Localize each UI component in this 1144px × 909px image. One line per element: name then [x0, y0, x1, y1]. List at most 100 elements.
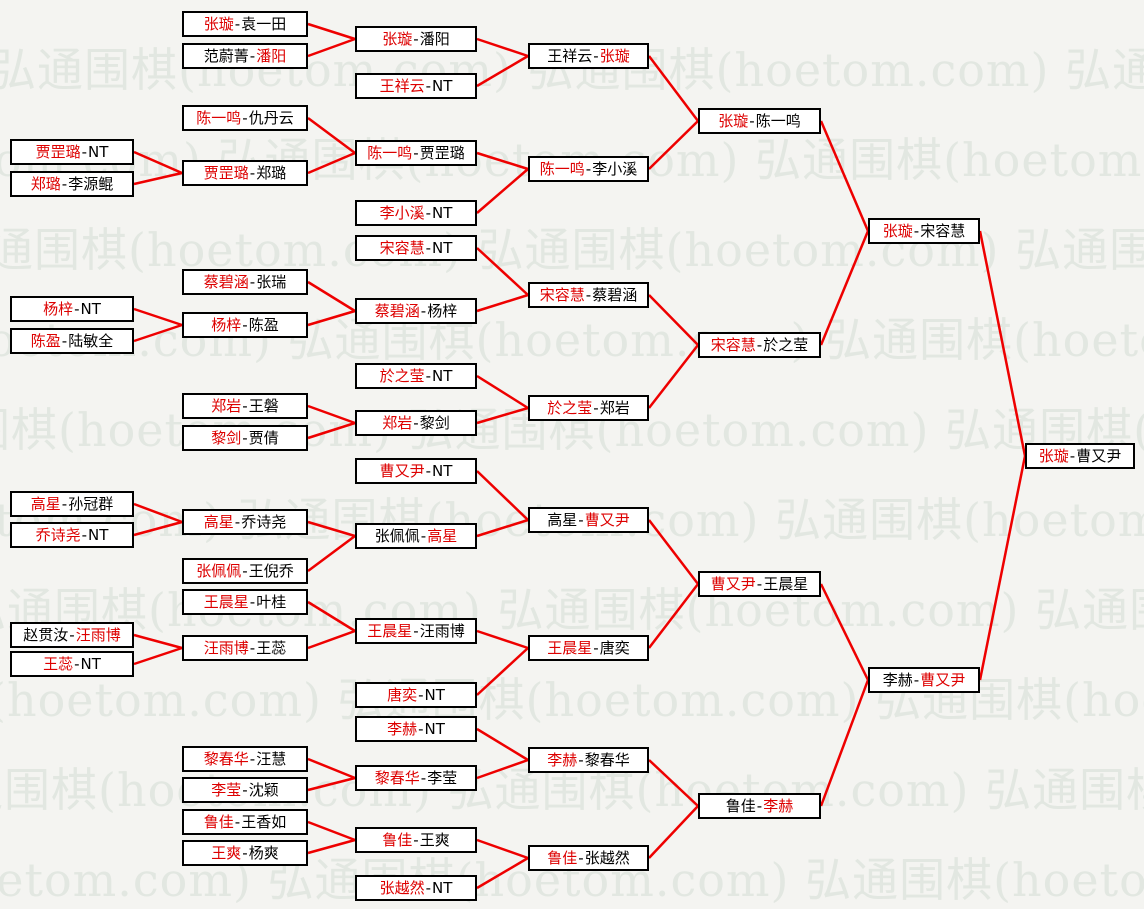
match-box-C1: 张璇-潘阳	[355, 26, 477, 52]
winner-name: 李莹	[211, 781, 242, 799]
match-box-A3: 杨梓-NT	[10, 296, 134, 322]
loser-name: 黎春华	[584, 751, 630, 769]
name-separator: -	[425, 77, 432, 95]
winner-name: 陈一鸣	[196, 109, 242, 127]
match-box-D5: 高星-曹又尹	[528, 507, 649, 533]
name-separator: -	[413, 30, 419, 48]
connector-line	[133, 502, 183, 524]
loser-name: NT	[432, 77, 453, 95]
loser-name: 王爽	[419, 831, 450, 849]
loser-name: 唐奕	[599, 639, 630, 657]
loser-name: 张佩佩	[374, 527, 420, 545]
connector-line	[476, 168, 529, 214]
name-separator: -	[242, 109, 248, 127]
match-box-B9: 高星-乔诗尧	[182, 509, 308, 535]
name-separator: -	[249, 164, 256, 182]
winner-name: 蔡碧涵	[374, 302, 420, 320]
loser-name: 张越然	[584, 849, 630, 867]
connector-line	[819, 120, 870, 232]
winner-name: 曹又尹	[710, 575, 756, 593]
match-box-B5: 蔡碧涵-张瑞	[182, 269, 308, 295]
match-box-F2: 李赫-曹又尹	[868, 667, 980, 693]
name-separator: -	[242, 844, 248, 862]
name-separator: -	[578, 751, 584, 769]
winner-name: 张璇	[718, 112, 749, 130]
name-separator: -	[585, 160, 592, 178]
match-box-C15: 鲁佳-王爽	[355, 827, 477, 853]
match-box-B10: 张佩佩-王倪乔	[182, 558, 308, 584]
loser-name: 宋容慧	[920, 222, 966, 240]
name-separator: -	[249, 593, 256, 611]
winner-name: 黎剑	[211, 429, 242, 447]
name-separator: -	[81, 526, 88, 544]
match-box-E4: 鲁佳-李赫	[698, 793, 821, 819]
match-box-A2: 郑璐-李源鲲	[10, 171, 134, 197]
loser-name: 王磐	[248, 397, 279, 415]
loser-name: 杨梓	[427, 302, 458, 320]
name-separator: -	[74, 655, 80, 673]
loser-name: 李源鲲	[68, 175, 114, 193]
loser-name: 曹又尹	[1076, 447, 1122, 465]
connector-line	[476, 838, 529, 860]
connector-line	[648, 120, 699, 170]
name-separator: -	[425, 462, 432, 480]
loser-name: NT	[80, 300, 101, 318]
connector-line	[648, 55, 699, 122]
match-box-A8: 王蕊-NT	[10, 651, 134, 677]
match-box-A4: 陈盈-陆敏全	[10, 328, 134, 354]
winner-name: 王晨星	[367, 622, 413, 640]
connector-line	[133, 633, 183, 650]
connector-line	[133, 520, 183, 537]
match-box-C11: 王晨星-汪雨博	[355, 618, 477, 644]
name-separator: -	[578, 511, 584, 529]
loser-name: 沈颖	[248, 781, 279, 799]
match-box-B2: 范蔚菁-潘阳	[182, 43, 308, 69]
match-box-A6: 乔诗尧-NT	[10, 522, 134, 548]
match-box-D1: 王祥云-张璇	[528, 43, 649, 69]
loser-name: 杨爽	[248, 844, 279, 862]
connector-line	[648, 294, 699, 346]
name-separator: -	[425, 367, 432, 385]
loser-name: 王香如	[241, 813, 287, 831]
name-separator: -	[425, 879, 432, 897]
winner-name: 唐奕	[387, 686, 418, 704]
connector-line	[307, 404, 356, 425]
match-box-C14: 黎春华-李莹	[355, 765, 477, 791]
name-separator: -	[420, 527, 427, 545]
winner-name: 李小溪	[379, 204, 425, 222]
loser-name: 陈盈	[248, 316, 279, 334]
winner-name: 张璇	[882, 222, 913, 240]
winner-name: 张佩佩	[196, 562, 242, 580]
match-box-B14: 李莹-沈颖	[182, 777, 308, 803]
match-box-C8: 郑岩-黎剑	[355, 410, 477, 436]
connector-line	[476, 54, 529, 88]
connector-line	[133, 150, 183, 175]
name-separator: -	[418, 686, 424, 704]
winner-name: 张璇	[599, 47, 630, 65]
winner-name: 陈一鸣	[539, 160, 585, 178]
match-box-A7: 赵贯汝-汪雨博	[10, 622, 134, 648]
loser-name: 蔡碧涵	[592, 286, 638, 304]
loser-name: 汪雨博	[419, 622, 465, 640]
connector-line	[307, 421, 356, 440]
match-box-A5: 高星-孙冠群	[10, 491, 134, 517]
winner-name: 鲁佳	[382, 831, 413, 849]
name-separator: -	[1069, 447, 1076, 465]
loser-name: 黎剑	[419, 414, 450, 432]
connector-line	[476, 151, 529, 171]
match-box-C12: 唐奕-NT	[355, 682, 477, 708]
name-separator: -	[61, 175, 68, 193]
connector-line	[648, 805, 699, 859]
loser-name: 袁一田	[241, 15, 287, 33]
name-separator: -	[413, 622, 419, 640]
match-box-D8: 鲁佳-张越然	[528, 845, 649, 871]
winner-name: 宋容慧	[379, 239, 425, 257]
name-separator: -	[756, 575, 763, 593]
winner-name: 蔡碧涵	[203, 273, 249, 291]
loser-name: 於之莹	[763, 336, 809, 354]
match-box-B1: 张璇-袁一田	[182, 11, 308, 37]
connector-line	[978, 230, 1027, 457]
winner-name: 黎春华	[374, 769, 420, 787]
name-separator: -	[413, 144, 419, 162]
